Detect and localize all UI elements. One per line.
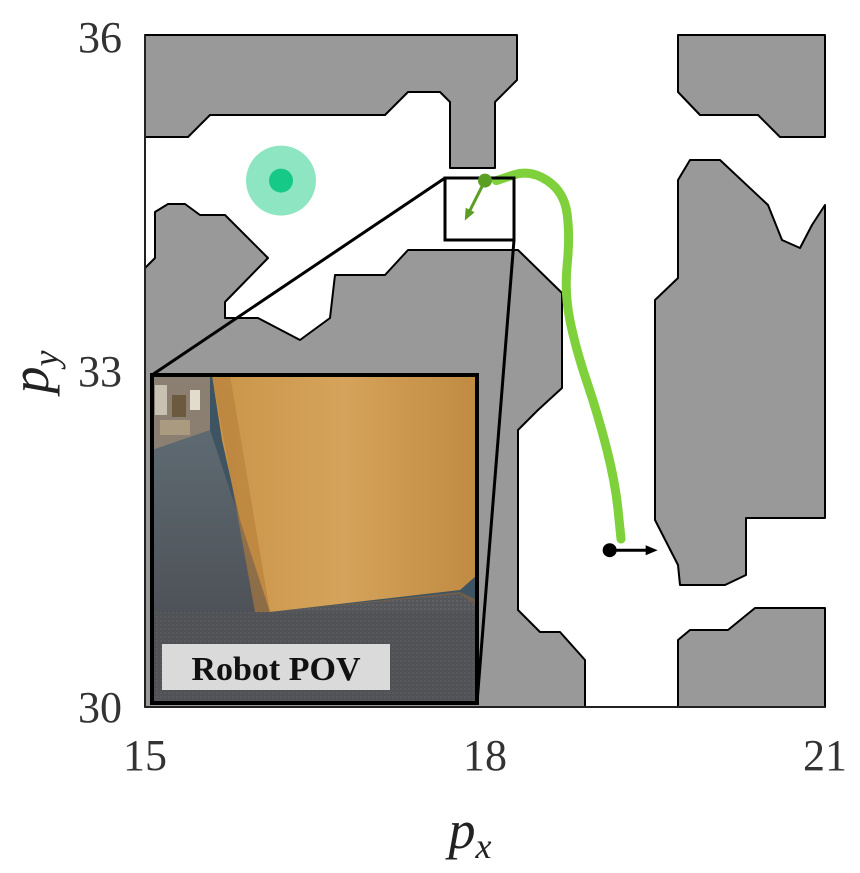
y-tick-label: 33: [78, 347, 122, 396]
zoom-connector-left: [151, 176, 446, 377]
robot-view-dot: [478, 173, 492, 188]
goal-inner-dot: [269, 168, 293, 193]
pov-label-background: [162, 644, 390, 690]
obstacle-top-right: [677, 34, 826, 138]
pov-floor-left: [152, 430, 270, 612]
y-tick-label: 30: [78, 683, 122, 732]
obstacle-top-left: [144, 34, 518, 169]
x-tick-labels: 15 18 21: [123, 731, 847, 780]
pov-frame: [150, 373, 479, 705]
x-tick-label: 15: [123, 731, 167, 780]
robot-view-arrowhead: [464, 207, 475, 221]
robot-pov-inset: Robot POV: [150, 373, 479, 705]
obstacle-bottom-right: [677, 607, 826, 708]
x-axis-label: px: [445, 800, 492, 866]
robot-arrowhead: [645, 545, 658, 556]
zoom-connector-right: [475, 239, 516, 704]
y-axis-label: py: [0, 350, 66, 397]
pov-label: Robot POV: [191, 651, 361, 688]
y-tick-label: 36: [78, 13, 122, 62]
y-tick-labels: 30 33 36: [78, 13, 122, 732]
robot-start-dot: [602, 543, 617, 558]
pov-door: [212, 375, 477, 612]
trajectory-path: [491, 168, 626, 544]
obstacle-right: [654, 159, 826, 586]
x-tick-label: 18: [463, 731, 507, 780]
x-tick-label: 21: [803, 731, 847, 780]
